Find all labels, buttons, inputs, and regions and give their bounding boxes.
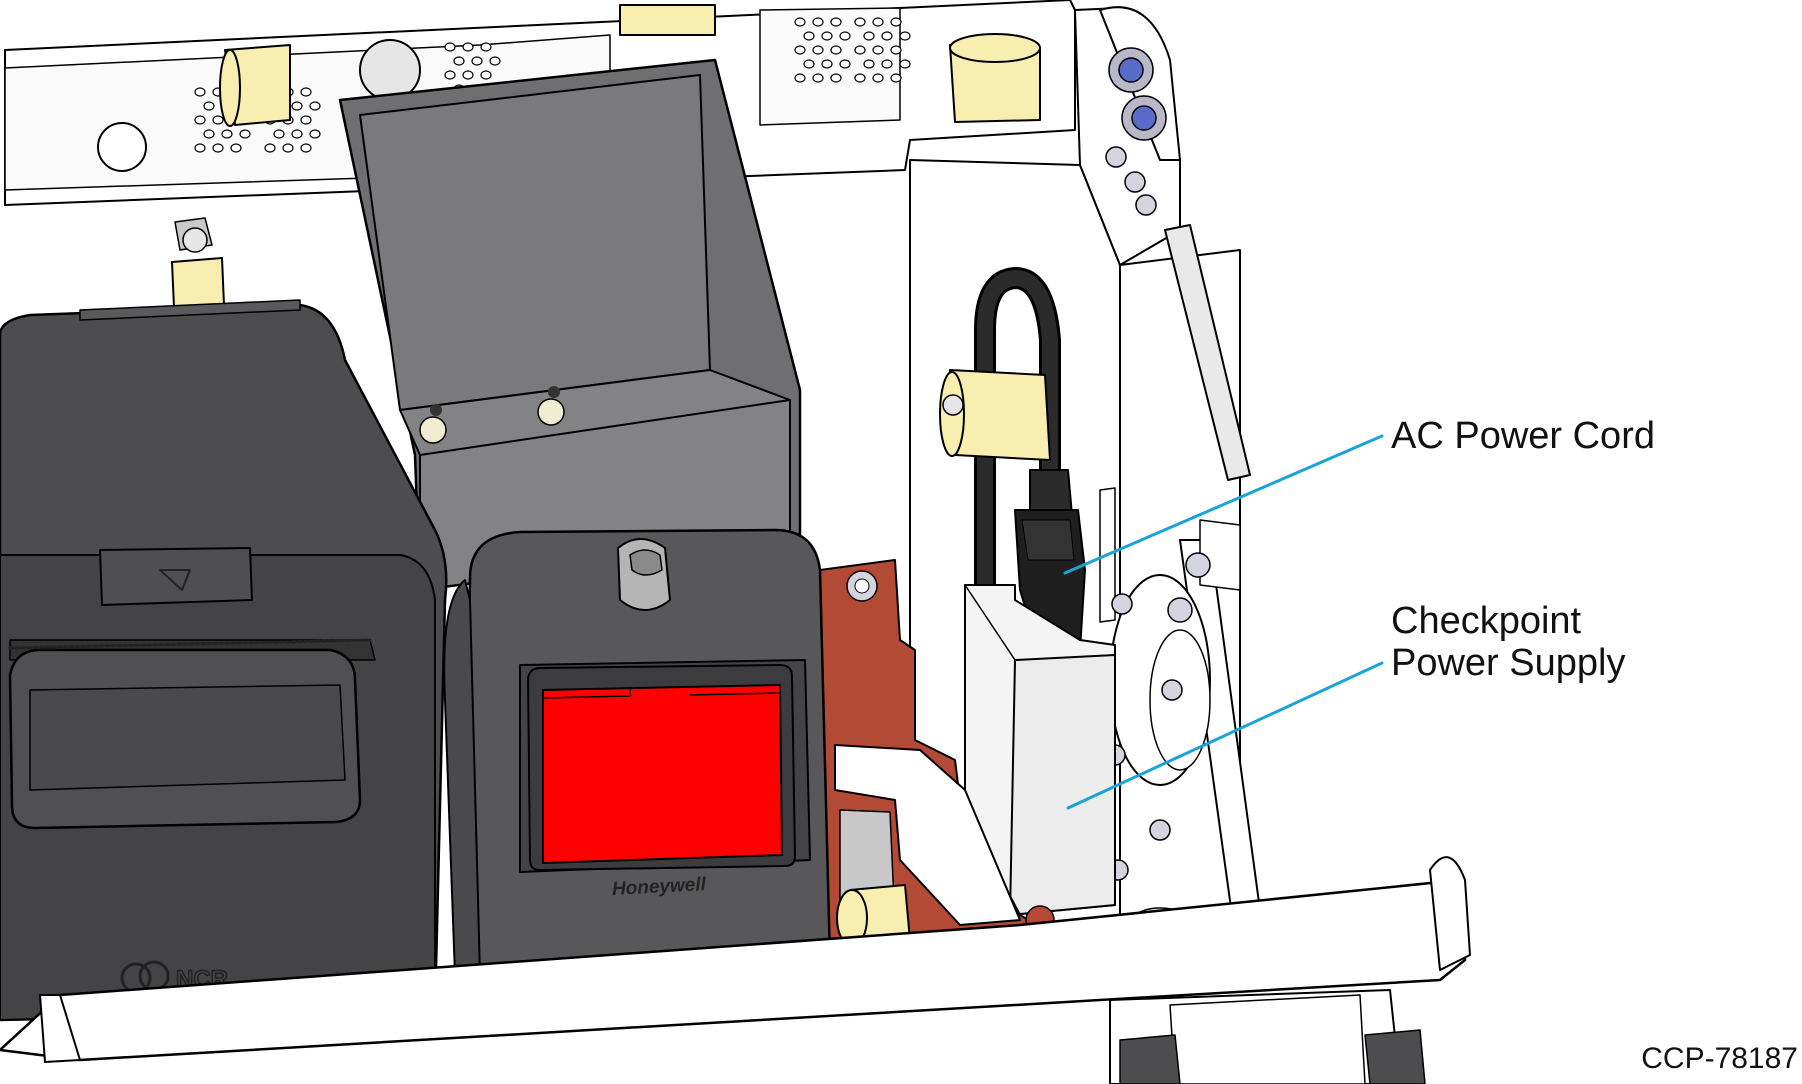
front-tray [0, 856, 1471, 1084]
callout-checkpoint-power-supply-line1: Checkpoint [1391, 600, 1582, 642]
figure-id: CCP-78187 [1641, 1042, 1798, 1075]
panel-screws [1104, 47, 1211, 881]
checkpoint-power-supply [964, 584, 1116, 916]
scanner-window [527, 664, 796, 871]
cable-clip-upper-right [949, 33, 1041, 123]
cable-clip-upper-mid [619, 4, 716, 36]
receipt-hopper [338, 58, 802, 592]
cable-clip-upper-left [219, 44, 291, 127]
callout-leaders [1063, 434, 1384, 810]
cable-clip-left [171, 217, 225, 309]
leader-checkpoint-power-supply [1066, 661, 1384, 810]
leader-ac-power-cord [1063, 434, 1384, 575]
callout-checkpoint-power-supply-line2: Power Supply [1391, 642, 1626, 684]
ac-power-cord [939, 267, 1086, 656]
barcode-scanner [443, 528, 832, 977]
receipt-printer [0, 299, 448, 1022]
callout-ac-power-cord: AC Power Cord [1391, 415, 1655, 457]
scanner-brand-text: Honeywell [611, 874, 707, 900]
